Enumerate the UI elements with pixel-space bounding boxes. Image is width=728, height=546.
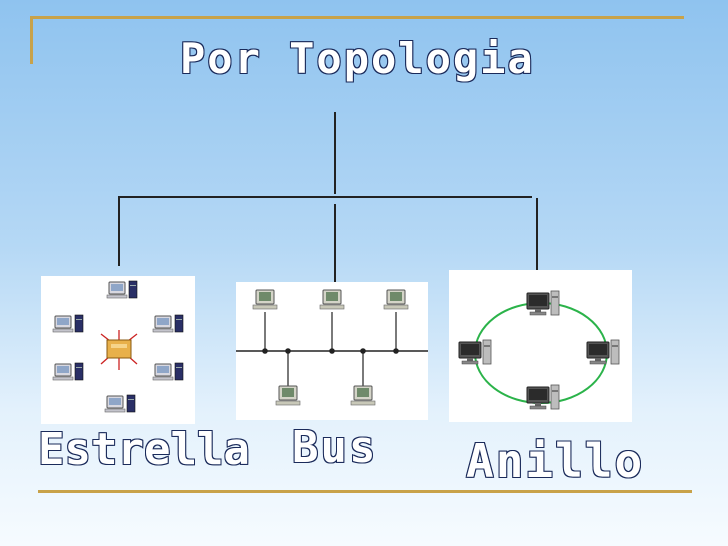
branch-line	[118, 196, 532, 198]
star-topology-diagram	[52, 280, 184, 413]
computer-icon	[586, 339, 620, 365]
computer-icon	[526, 290, 560, 316]
star-topology-panel	[41, 276, 195, 424]
drop-line-star	[118, 196, 120, 266]
computer-icon	[275, 385, 301, 406]
page-title: Por Topologia	[179, 33, 535, 84]
bus-topology-panel	[236, 282, 428, 420]
computer-icon	[52, 362, 84, 381]
drop-line-bus	[334, 204, 336, 282]
label-estrella: Estrella	[37, 423, 251, 476]
computer-icon	[319, 289, 345, 310]
label-bus: Bus	[291, 421, 378, 474]
frame-bottom-line	[38, 490, 692, 493]
computer-icon	[526, 384, 560, 410]
computer-icon	[350, 385, 376, 406]
computer-icon	[106, 280, 138, 299]
computer-icon	[252, 289, 278, 310]
hub-icon	[106, 339, 132, 359]
computer-icon	[152, 362, 184, 381]
label-anillo: Anillo	[465, 433, 645, 489]
frame-top-line	[30, 16, 684, 19]
computer-icon	[152, 314, 184, 333]
computer-icon	[383, 289, 409, 310]
drop-line-ring	[536, 198, 538, 270]
bus-topology-diagram	[236, 289, 428, 406]
ring-topology-panel	[449, 270, 632, 422]
ring-topology-diagram	[458, 290, 620, 410]
computer-icon	[104, 394, 136, 413]
trunk-line	[334, 112, 336, 194]
frame-left-line	[30, 16, 33, 64]
computer-icon	[52, 314, 84, 333]
